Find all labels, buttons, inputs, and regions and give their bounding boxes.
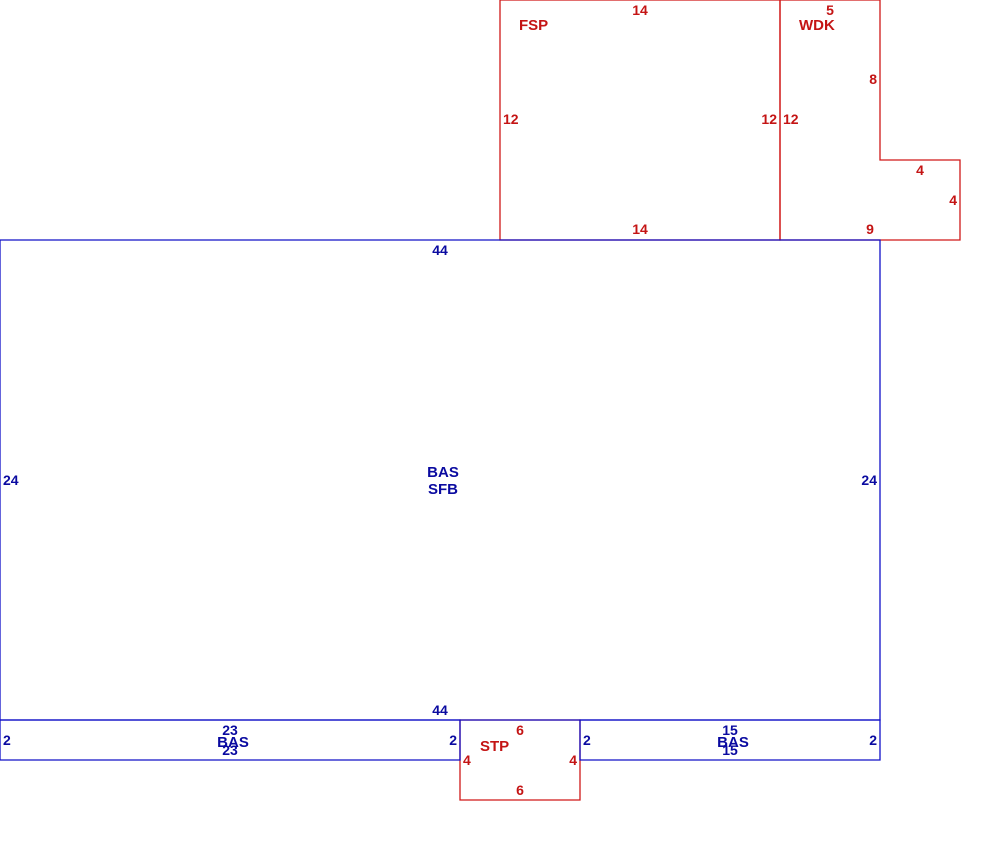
wdk-bottom-dimension: 9 <box>866 221 874 237</box>
wdk-step-top-dimension: 4 <box>916 162 924 178</box>
wdk-upper-right-dimension: 8 <box>869 71 877 87</box>
bas-main-right-dimension: 24 <box>861 472 877 488</box>
fsp-right-dimension: 12 <box>761 111 777 127</box>
stp-bottom-dimension: 6 <box>516 782 524 798</box>
wdk-left-dimension: 12 <box>783 111 799 127</box>
stp-left-dimension: 4 <box>463 752 471 768</box>
bas-main-area-code: BAS <box>427 464 459 481</box>
bas-left-area-code: BAS <box>217 734 249 751</box>
bas-left-top-dimension: 23 <box>222 722 238 738</box>
bas-right-area-code: BAS <box>717 734 749 751</box>
wdk-top-dimension: 5 <box>826 2 834 18</box>
bas-main-left-dimension: 24 <box>3 472 19 488</box>
stp-area-code: STP <box>480 738 509 755</box>
wdk-area-code: WDK <box>799 17 835 34</box>
fsp-bottom-dimension: 14 <box>632 221 648 237</box>
fsp-left-dimension: 12 <box>503 111 519 127</box>
bas-main-area-code-secondary: SFB <box>428 481 458 498</box>
bas-left-left-dimension: 2 <box>3 732 11 748</box>
bas-left-outline <box>0 719 461 761</box>
bas-main-top-dimension: 44 <box>432 242 448 258</box>
bas-left-right-dimension: 2 <box>449 732 457 748</box>
bas-right-outline <box>579 719 881 761</box>
wdk-step-right-dimension: 4 <box>949 192 957 208</box>
bas-main-bottom-dimension: 44 <box>432 702 448 718</box>
fsp-area-code: FSP <box>519 17 548 34</box>
stp-top-dimension: 6 <box>516 722 524 738</box>
stp-right-dimension: 4 <box>569 752 577 768</box>
bas-right-left-dimension: 2 <box>583 732 591 748</box>
bas-right-right-dimension: 2 <box>869 732 877 748</box>
fsp-top-dimension: 14 <box>632 2 648 18</box>
fsp-outline <box>499 0 781 241</box>
wdk-outline <box>779 0 961 241</box>
bas-right-top-dimension: 15 <box>722 722 738 738</box>
bas-left-bottom-dimension: 23 <box>222 742 238 758</box>
bas-right-bottom-dimension: 15 <box>722 742 738 758</box>
